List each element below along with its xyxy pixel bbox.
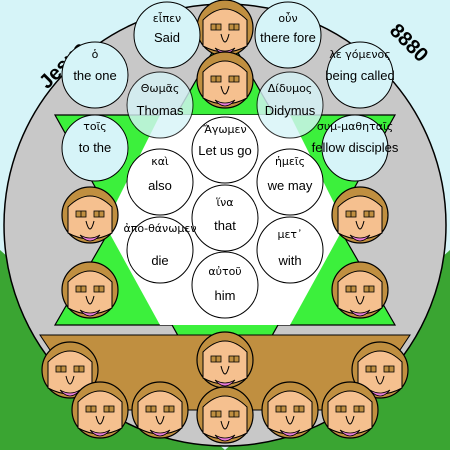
bubble-thomas: Θωμᾶς Thomas [126,71,194,139]
greek-word: ἡμεῖς [275,155,305,168]
english-word: fellow disciples [312,140,399,155]
bubble-ho: ὁ the one [61,41,129,109]
english-word: also [148,178,172,193]
greek-word: αὐτοῦ [208,265,241,278]
bubble-agomen: Ἄγωμεν Let us go [191,116,259,184]
bubble-met: μετ᾽ with [256,216,324,284]
greek-word: οὖν [278,12,297,25]
bubble-apothanomen: ἀπο-θάνωμεν die [124,216,197,284]
english-word: that [214,218,236,233]
bubble-oun: οὖν there fore [254,1,322,69]
bubble-tois: τοῖς to the [61,114,129,182]
greek-word: ἀπο-θάνωμεν [124,222,197,235]
greek-word: ὁ [92,48,99,61]
english-word: being called [325,68,394,83]
greek-word: συμ-μαθηταῖς [317,120,393,133]
english-word: Said [154,30,180,45]
bubble-autou: αὐτοῦ him [191,251,259,319]
english-word: Thomas [137,103,184,118]
greek-word: Ἄγωμεν [203,123,246,136]
greek-word: τοῖς [83,120,107,133]
greek-word: Δίδυμος [268,82,313,95]
english-word: the one [73,68,116,83]
bubble-eipen: εἶπεν Said [133,1,201,69]
english-word: die [151,253,168,268]
english-word: him [215,288,236,303]
bubble-symmathetais: συμ-μαθηταῖς fellow disciples [312,114,399,182]
bubble-kai: καὶ also [126,148,194,216]
english-word: we may [267,178,313,193]
english-word: with [277,253,301,268]
bubble-hemeis: ἡμεῖς we may [256,148,324,216]
greek-word: λε γόμενος [329,48,390,61]
greek-word: Θωμᾶς [141,82,180,95]
greek-word: καὶ [151,155,169,168]
greek-word: εἶπεν [153,12,181,25]
english-word: Let us go [198,143,252,158]
bubble-didymos: Δίδυμος Didymus [256,71,324,139]
english-word: to the [79,140,112,155]
english-word: there fore [260,30,316,45]
bubble-legomenos: λε γόμενος being called [325,41,395,109]
english-word: Didymus [265,103,316,118]
bubble-hina: ἵνα that [191,184,259,252]
greek-word: μετ᾽ [277,228,302,241]
greek-word: ἵνα [215,196,233,209]
